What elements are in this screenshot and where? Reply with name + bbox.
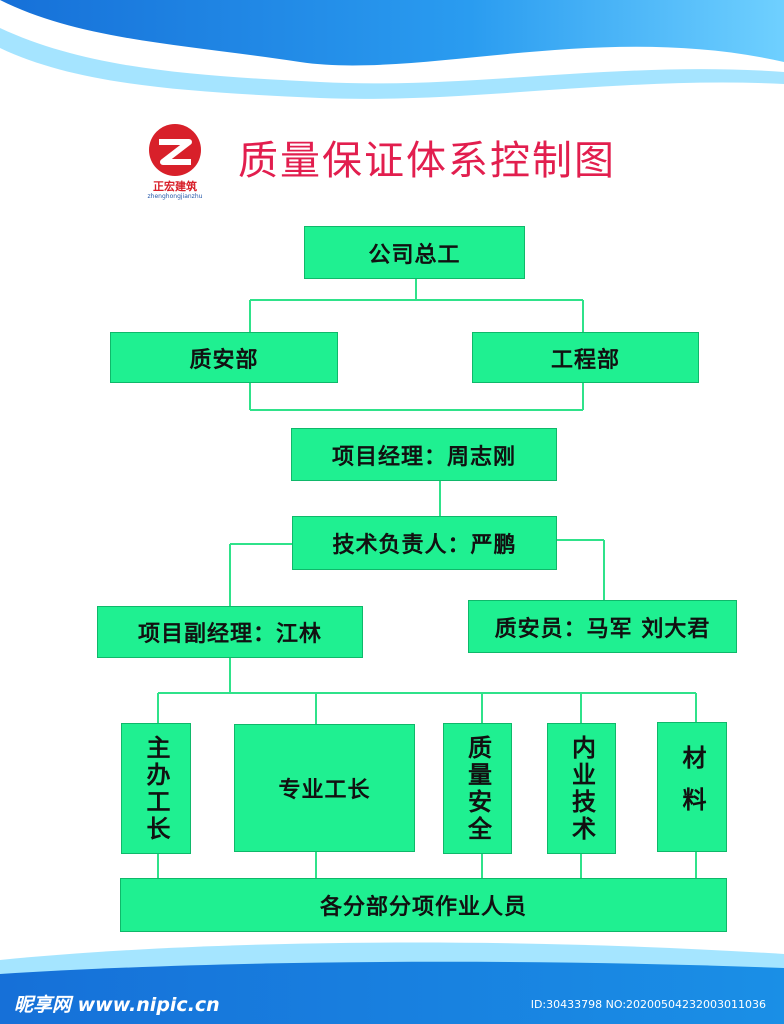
company-logo: 正宏建筑 zhenghongjianzhu — [138, 122, 212, 206]
safety-officer-label: 质安员：马军 刘大君 — [494, 616, 711, 642]
deputy-manager-box: 项目副经理：江林 — [97, 606, 363, 658]
quality-safety-label: 质量安全 — [463, 734, 492, 843]
deputy-manager-label: 项目副经理：江林 — [137, 622, 322, 647]
quality-safety-dept-box: 质安部 — [110, 332, 338, 383]
watermark-id: ID:30433798 NO:20200504232003011036 — [530, 998, 766, 1011]
chief-engineer-box: 公司总工 — [304, 226, 525, 279]
internal-tech-label: 内业技术 — [567, 734, 596, 843]
quality-safety-box: 质量安全 — [443, 723, 512, 854]
specialist-foreman-box: 专业工长 — [234, 724, 415, 852]
specialist-foreman-label: 专业工长 — [278, 778, 371, 803]
tech-lead-label: 技术负责人：严鹏 — [332, 533, 517, 558]
workers-box: 各分部分项作业人员 — [120, 878, 727, 932]
logo-name: 正宏建筑 — [153, 180, 197, 193]
watermark-site: 昵享网 www.nipic.cn — [14, 994, 220, 1016]
chief-foreman-box: 主办工长 — [121, 723, 191, 854]
tech-lead-box: 技术负责人：严鹏 — [292, 516, 557, 570]
quality-safety-dept-label: 质安部 — [189, 347, 259, 373]
logo-icon — [149, 124, 201, 176]
engineering-dept-box: 工程部 — [472, 332, 699, 383]
internal-tech-box: 内业技术 — [547, 723, 616, 854]
page-title: 质量保证体系控制图 — [238, 138, 616, 184]
chief-foreman-label: 主办工长 — [142, 734, 170, 843]
safety-officer-box: 质安员：马军 刘大君 — [468, 600, 737, 653]
materials-box: 材料 — [657, 722, 727, 852]
project-manager-label: 项目经理：周志刚 — [331, 444, 516, 470]
bottom-wave-decoration — [0, 942, 784, 1024]
chief-engineer-label: 公司总工 — [368, 242, 461, 268]
top-wave-decoration — [0, 0, 784, 99]
project-manager-box: 项目经理：周志刚 — [291, 428, 557, 481]
engineering-dept-label: 工程部 — [550, 347, 620, 373]
workers-label: 各分部分项作业人员 — [319, 895, 527, 920]
materials-label: 材料 — [678, 745, 706, 829]
logo-pinyin: zhenghongjianzhu — [147, 193, 203, 200]
